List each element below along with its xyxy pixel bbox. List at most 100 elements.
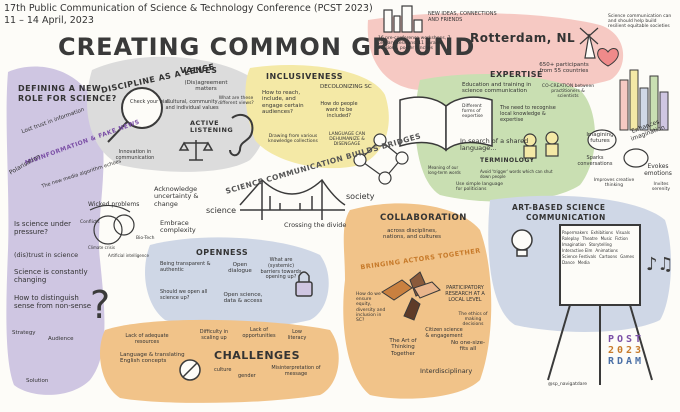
art-form-item: Cartoons bbox=[599, 254, 618, 259]
ear-icon bbox=[229, 113, 254, 157]
disagreement-text: (Dis)agreement matters bbox=[184, 80, 228, 93]
imagining-futures-text: Imagining futures bbox=[586, 132, 614, 145]
how-to-reach-text: How to reach, include, and engage certai… bbox=[262, 90, 304, 115]
rotterdam-city: Rotterdam, NL bbox=[470, 31, 576, 45]
education-text: Education and training in science commun… bbox=[462, 82, 532, 95]
active-listening-text: ACTIVE LISTENING bbox=[190, 119, 234, 135]
question-mark-icon: ? bbox=[90, 283, 110, 327]
no-entry-icon bbox=[179, 359, 201, 381]
inclusiveness-region bbox=[245, 65, 389, 169]
gender-text: gender bbox=[238, 373, 256, 379]
constantly-changing-text: Science is constantly changing bbox=[14, 268, 88, 285]
sparks-conversations-text: Sparks conversations bbox=[577, 155, 613, 167]
evokes-emotions-text: Evokes emotions bbox=[644, 163, 672, 177]
art-form-item: Storytelling bbox=[588, 242, 612, 247]
art-form-item: Animations bbox=[595, 248, 618, 253]
rotterdam-region bbox=[367, 13, 624, 92]
art-form-item: Music bbox=[600, 236, 612, 241]
culture-text: culture bbox=[214, 367, 232, 373]
different-forms-text: Different forms of expertise bbox=[462, 104, 483, 120]
colored-skyline-icon bbox=[619, 69, 669, 131]
art-form-item: Interactive Elm bbox=[562, 248, 593, 253]
role-science-heading-2: ROLE FOR SCIENCE? bbox=[18, 94, 117, 103]
open-book-icon bbox=[399, 96, 493, 152]
strategy-text: Strategy bbox=[12, 330, 36, 336]
distinguish-text: How to distinguish sense from non-sense bbox=[14, 294, 92, 311]
conference-dates: 11 – 14 April, 2023 bbox=[4, 15, 94, 26]
how-ensure-text: How do we ensure equity, diversity and i… bbox=[356, 292, 386, 323]
art-form-item: Imagination bbox=[562, 242, 586, 247]
wicked-problems-icon bbox=[89, 204, 135, 245]
lack-opportunities-text: Lack of opportunities bbox=[242, 327, 276, 339]
art-title-1: ART-BASED SCIENCE bbox=[512, 203, 606, 212]
low-literacy-text: Low literacy bbox=[287, 329, 307, 341]
art-form-item: Theatre bbox=[582, 236, 598, 241]
cultural-values-text: Cultural, community and individual value… bbox=[165, 99, 219, 111]
page-title: CREATING COMMON GROUND bbox=[58, 33, 476, 61]
magnifying-glass-icon bbox=[107, 87, 163, 143]
interdisciplinary-text: Interdisciplinary bbox=[420, 367, 473, 375]
check-bias-text: Check your bias bbox=[130, 99, 171, 105]
simple-language-text: Use simple language for politicians bbox=[456, 182, 504, 193]
heart-icon bbox=[597, 48, 619, 67]
language-translating-text: Language & translating English concepts bbox=[120, 352, 185, 365]
transparent-text: Being transparent & authentic bbox=[160, 261, 211, 273]
inclusiveness-title: INCLUSIVENESS bbox=[266, 72, 344, 81]
post-2023-logo: POST 2023 RDAM bbox=[608, 334, 644, 367]
art-forms-list: Papermakers Exhibitions Visuals Roleplay… bbox=[562, 230, 638, 265]
rotterdam-skyline-icon bbox=[383, 5, 423, 33]
across-disciplines-text: across disciplines, nations, and culture… bbox=[383, 228, 441, 241]
innovation-text: Innovation in communication bbox=[115, 149, 155, 161]
avoid-trigger-text: Avoid 'trigger' words which can shut dow… bbox=[480, 169, 553, 179]
meaning-words-text: Meaning of our long-term words bbox=[428, 165, 461, 175]
lack-resources-text: Lack of adequate resources bbox=[125, 333, 169, 345]
challenges-title: CHALLENGES bbox=[214, 349, 300, 362]
collaboration-region bbox=[343, 203, 492, 399]
conference-stats: 16 pre-conference workshops, 7 plenary s… bbox=[378, 36, 451, 52]
easel-icon bbox=[547, 224, 653, 385]
people-icon bbox=[523, 131, 559, 159]
society-label: society bbox=[346, 192, 375, 201]
art-form-item: Visuals bbox=[615, 230, 630, 235]
crossing-divide-text: Crossing the divide bbox=[284, 221, 347, 229]
art-form-item: Papermakers bbox=[562, 230, 588, 235]
citizen-science-text: Citizen science & engagement bbox=[425, 327, 463, 339]
resilient-quote: Science communication can and should hel… bbox=[608, 14, 672, 30]
how-people-text: How do people want to be included? bbox=[320, 101, 358, 119]
logo-row: POST bbox=[608, 334, 645, 345]
shared-language-text: In search of a shared language... bbox=[460, 137, 529, 153]
logo-row: 2023 bbox=[608, 345, 645, 356]
drawing-knowledge-text: Drawing from various knowledge collectio… bbox=[268, 134, 318, 145]
wicked-problems-text: Wicked problems bbox=[88, 201, 140, 208]
new-ideas-text: NEW IDEAS, CONNECTIONS AND FRIENDS bbox=[428, 11, 497, 23]
art-form-item: Exhibitions bbox=[590, 230, 613, 235]
no-one-size-text: No one-size-fits all bbox=[450, 340, 486, 353]
under-pressure-text: Is science under pressure? bbox=[14, 220, 72, 237]
participatory-text: PARTICIPATORY RESEARCH AT A LOCAL LEVEL bbox=[445, 285, 485, 303]
invites-serenity-text: Invites serenity bbox=[651, 182, 671, 193]
scales-icon bbox=[178, 140, 214, 161]
windmill-icon bbox=[579, 27, 599, 59]
art-thinking-text: The Art of Thinking Together bbox=[389, 338, 417, 357]
should-we-open-text: Should we open all science up? bbox=[160, 289, 208, 301]
art-form-item: Science Festivals bbox=[562, 254, 597, 259]
challenges-region bbox=[100, 319, 339, 403]
ethics-text: The ethics of making decisions bbox=[458, 312, 488, 328]
decolonizing-text: DECOLONIZING SC bbox=[320, 84, 372, 90]
expertise-title: EXPERTISE bbox=[490, 70, 543, 79]
logo-row: RDAM bbox=[608, 356, 645, 367]
improves-creative-text: Improves creative thinking bbox=[593, 178, 635, 189]
ai-text: Artificial intelligence bbox=[108, 253, 149, 258]
openness-region bbox=[145, 237, 329, 328]
what-are-views-text: What are these different views? bbox=[218, 96, 254, 107]
art-form-item: Media bbox=[577, 260, 590, 265]
embrace-complexity-text: Embrace complexity bbox=[160, 219, 196, 235]
hands-icon bbox=[381, 271, 441, 321]
bridge-icon bbox=[239, 178, 346, 220]
local-knowledge-text: The need to recognise local knowledge & … bbox=[500, 105, 556, 123]
conflict-text: Conflicts bbox=[80, 220, 100, 225]
barriers-text: What are (systemic) barriers towards ope… bbox=[260, 257, 302, 281]
distrust-text: (dis)trust in science bbox=[14, 251, 79, 259]
